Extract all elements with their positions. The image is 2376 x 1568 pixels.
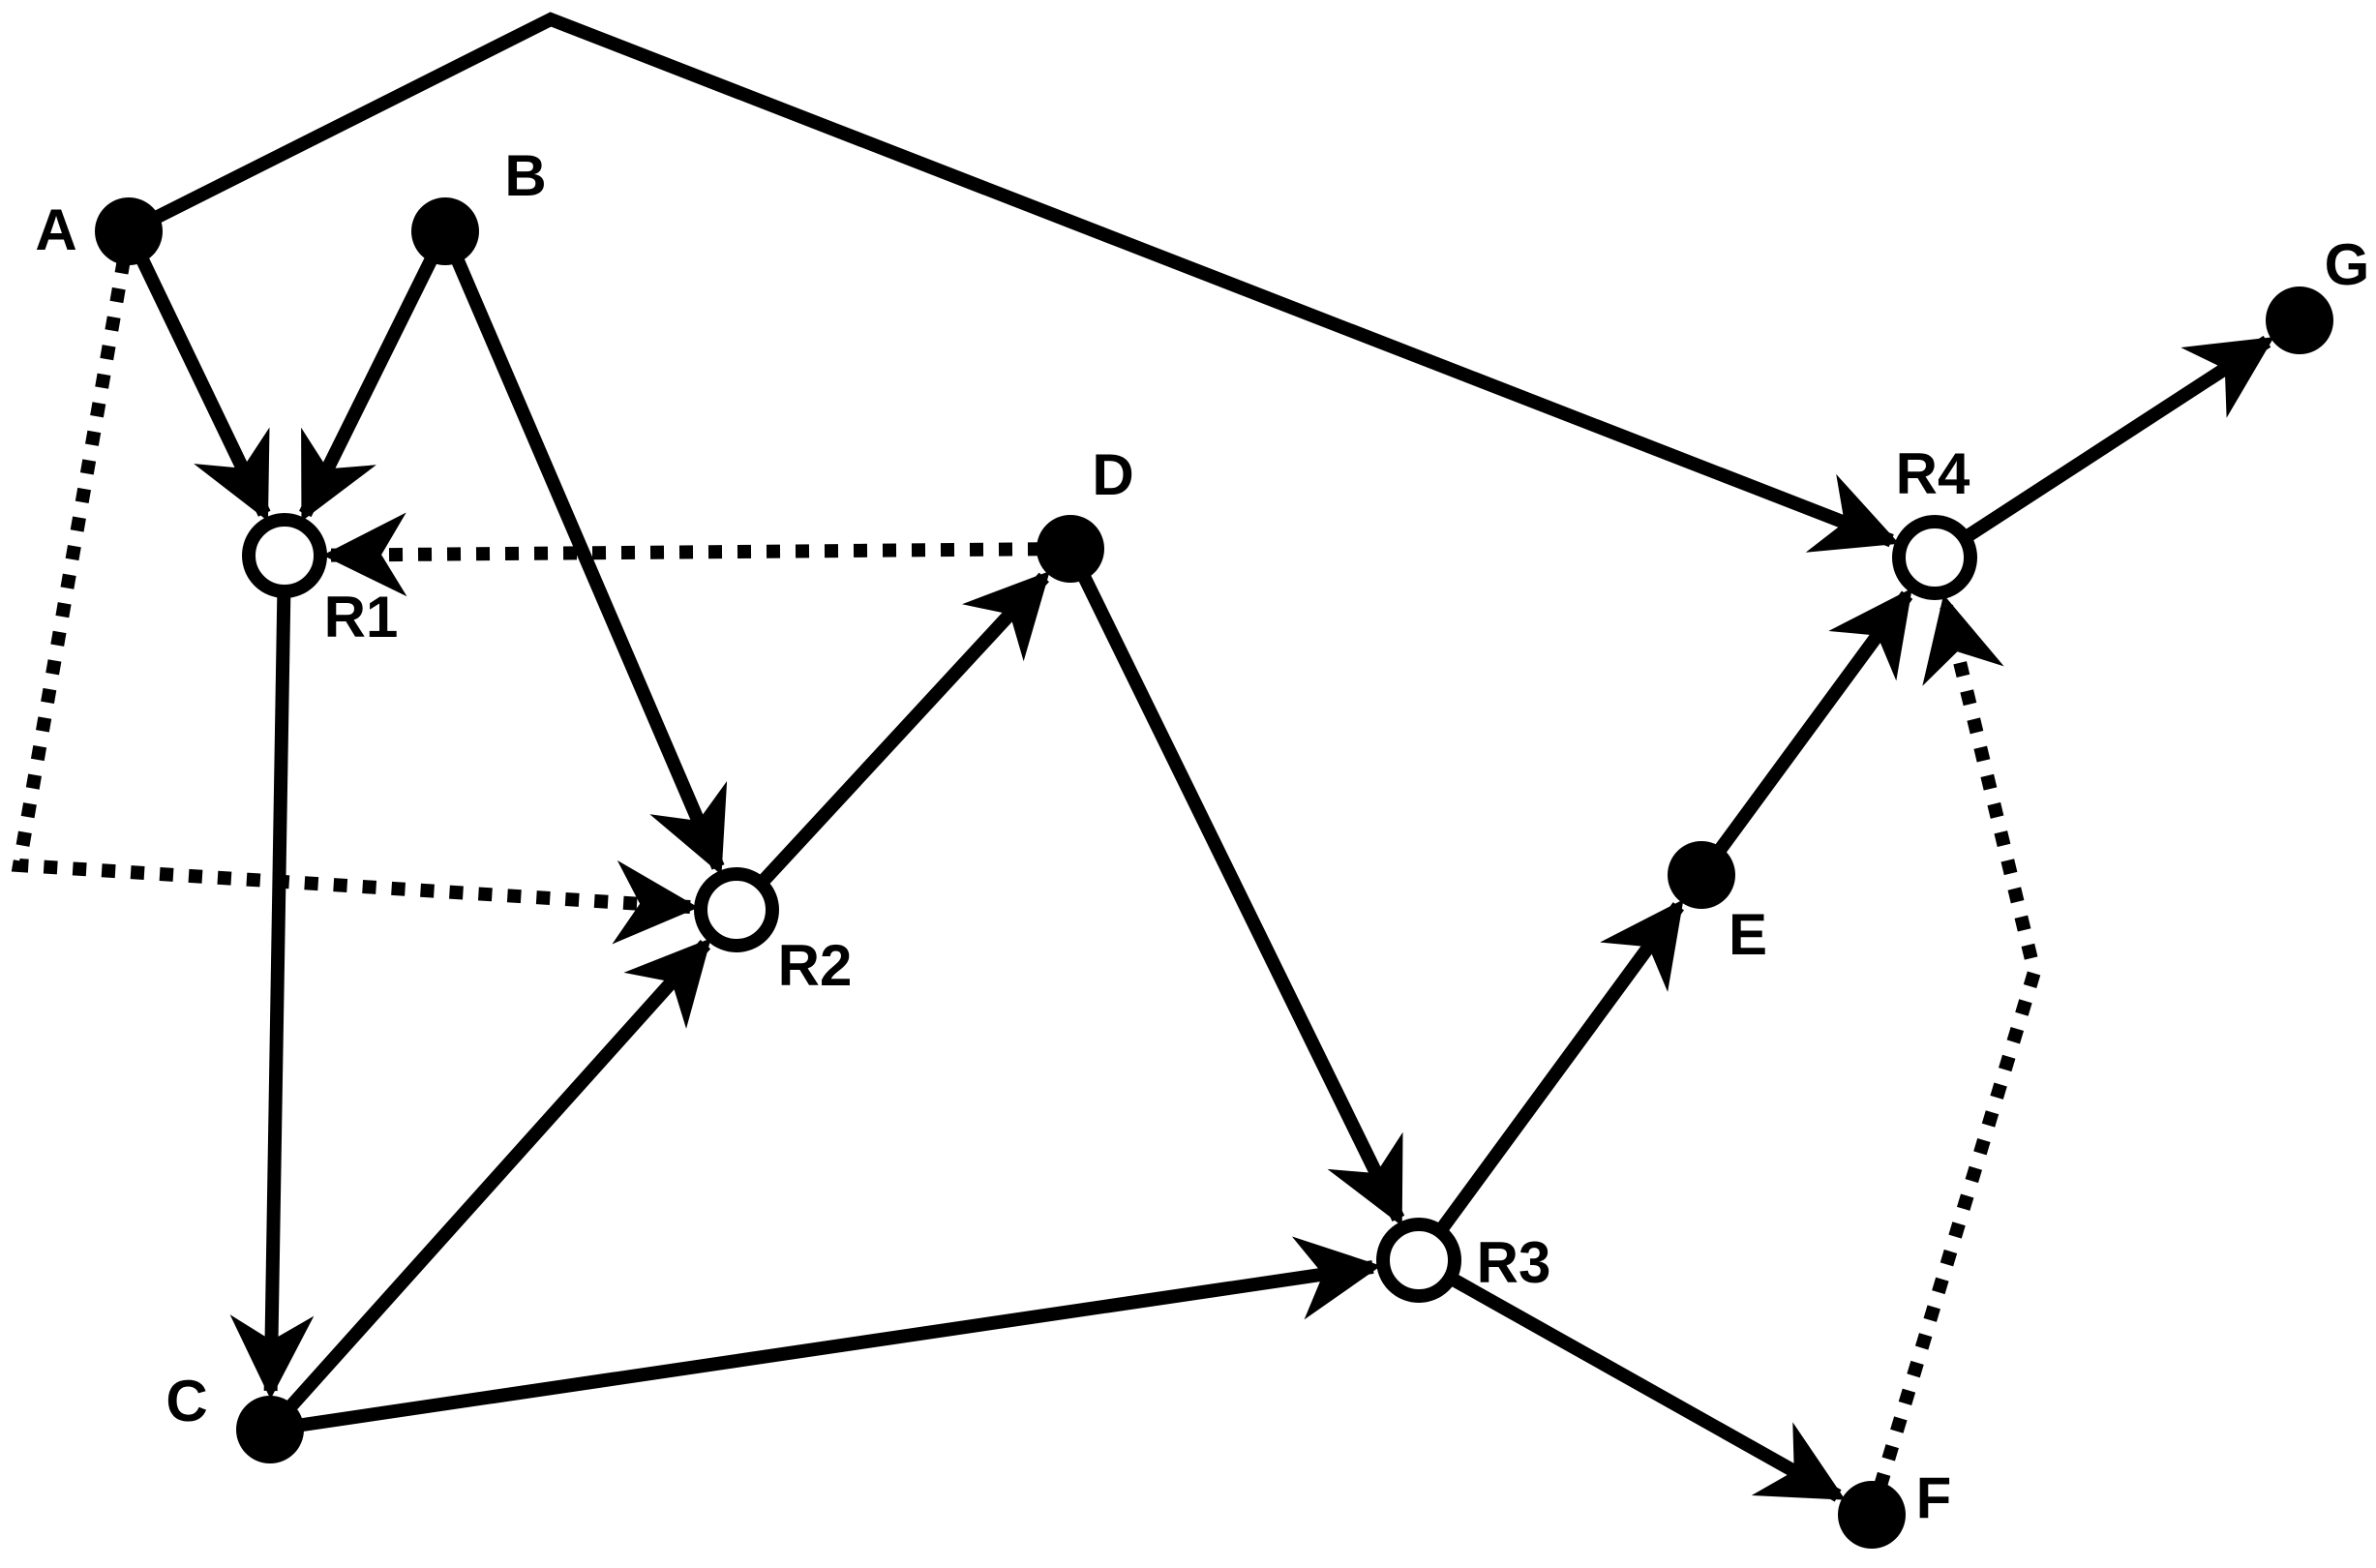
node-g: [2266, 286, 2333, 354]
node-label-r3: R3: [1477, 1230, 1551, 1295]
node-r2: [694, 867, 779, 952]
node-b: [411, 197, 479, 265]
edge-b-to-r2: [450, 255, 728, 875]
node-e: [1668, 841, 1735, 909]
node-label-f: F: [1916, 1465, 1952, 1530]
nodes-layer: [95, 197, 2333, 1549]
node-a: [95, 197, 163, 265]
node-label-r1: R1: [324, 585, 399, 649]
edge-r2-to-d: [756, 570, 1050, 888]
node-label-d: D: [1092, 442, 1133, 507]
node-r1: [242, 513, 327, 598]
node-label-r2: R2: [778, 933, 853, 998]
node-label-e: E: [1729, 902, 1767, 967]
node-label-g: G: [2325, 232, 2370, 297]
edge-a-to-r2: [11, 258, 699, 945]
node-label-c: C: [165, 1369, 207, 1433]
edges-layer: [11, 12, 2274, 1502]
edge-r3-to-e: [1434, 899, 1684, 1235]
node-r3: [1376, 1218, 1461, 1303]
node-label-a: A: [35, 197, 76, 262]
edge-b-to-r1: [299, 254, 438, 522]
node-d: [1037, 515, 1104, 583]
node-label-b: B: [504, 143, 546, 208]
edge-r3-to-f: [1447, 1272, 1846, 1502]
edge-a-to-r1: [135, 255, 271, 522]
edge-e-to-r4: [1713, 588, 1913, 856]
node-f: [1838, 1481, 1906, 1549]
edge-c-to-r2: [284, 938, 711, 1413]
edge-d-to-r1: [322, 512, 1042, 597]
edge-f-to-r4: [1873, 594, 2042, 1490]
edge-a-to-r4: [151, 12, 1900, 553]
edge-r4-to-g: [1962, 335, 2274, 544]
edge-r1-to-c: [229, 591, 315, 1400]
node-label-r4: R4: [1896, 441, 1970, 506]
edge-d-to-r3: [1076, 571, 1405, 1226]
node-c: [236, 1396, 304, 1463]
node-r4: [1892, 515, 1977, 600]
edge-c-to-r3: [297, 1236, 1382, 1432]
